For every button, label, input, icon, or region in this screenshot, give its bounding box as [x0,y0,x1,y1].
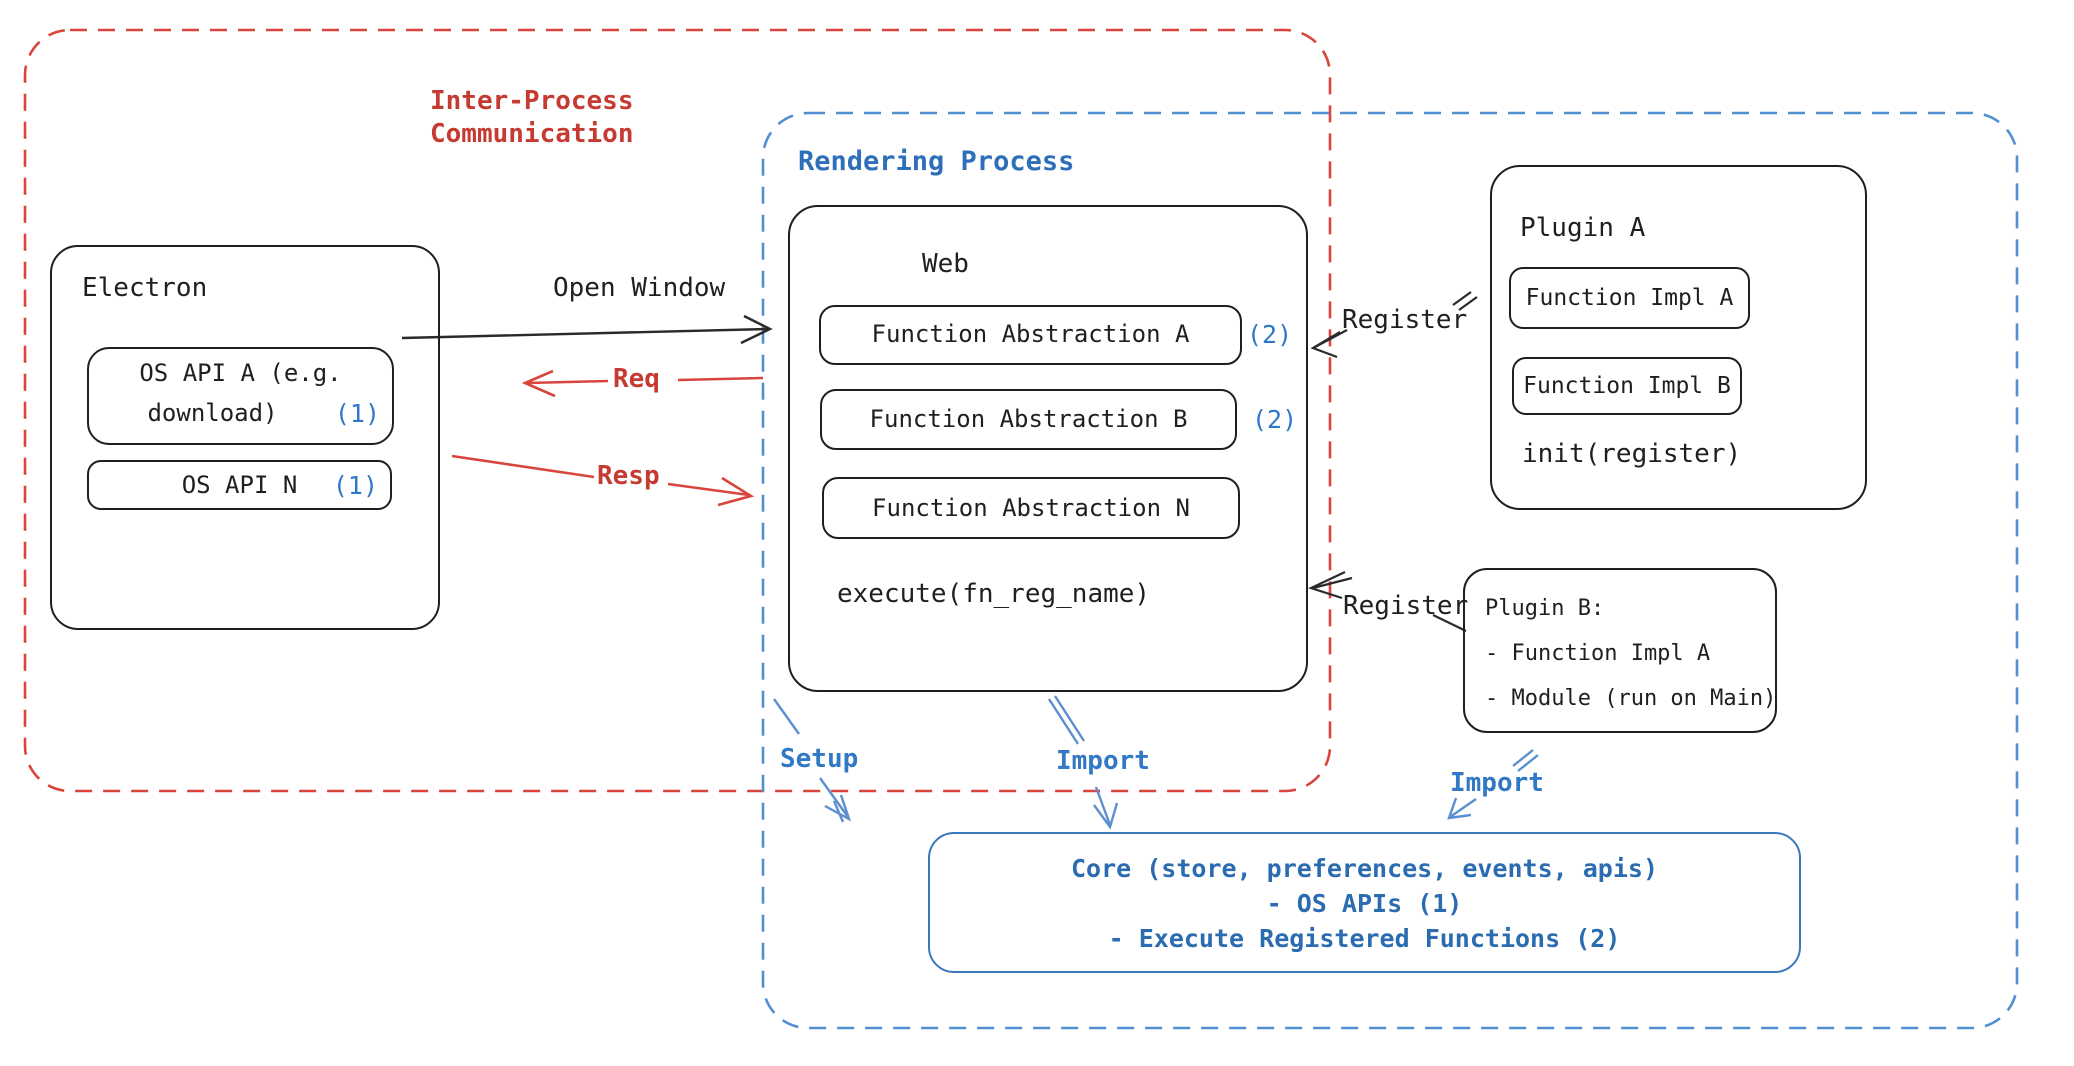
core-title-line: Core (store, preferences, events, apis) [1071,854,1658,883]
function-abstraction-n-label: Function Abstraction N [872,494,1190,522]
register-plugin-b-connector [1308,571,1467,632]
plugin-b-box: Plugin B: - Function Impl A - Module (ru… [1463,568,1777,733]
register-plugin-a-label: Register [1342,305,1468,335]
function-abstraction-n-box: Function Abstraction N [822,477,1240,539]
plugin-b-module-line: - Module (run on Main) [1485,686,1777,711]
electron-title: Electron [82,273,208,303]
os-api-n-label: OS API N [181,471,298,499]
core-execute-line: - Execute Registered Functions (2) [1108,924,1621,953]
os-api-a-label-line1: OS API A (e.g. [139,359,342,387]
plugin-b-title: Plugin B: [1485,596,1605,621]
os-api-n-box: OS API N (1) [87,460,392,510]
core-os-apis-line: - OS APIs (1) [1266,889,1463,918]
web-box: Web Function Abstraction A (2) Function … [788,205,1308,692]
function-impl-a-box: Function Impl A [1509,267,1750,329]
function-abstraction-b-box: Function Abstraction B [820,389,1237,450]
open-window-label: Open Window [553,273,726,303]
function-abstraction-a-box: Function Abstraction A [819,305,1242,365]
req-label: Req [613,364,660,394]
req-arrow [521,369,764,398]
register-plugin-a-connector [1310,291,1478,359]
electron-box: Electron OS API A (e.g. download) (1) OS… [50,245,440,630]
resp-arrow [451,454,755,507]
setup-label: Setup [780,744,859,774]
import-plugin-b-arrow [1447,749,1539,820]
function-abstraction-a-badge: (2) [1247,320,1293,349]
plugin-a-box: Plugin A Function Impl A Function Impl B… [1490,165,1867,510]
import-web-arrow [1047,695,1119,830]
import-plugin-b-label: Import [1450,768,1544,798]
function-abstraction-a-label: Function Abstraction A [871,320,1190,348]
ipc-region-label-line1: Inter-Process [430,86,634,116]
function-abstraction-b-badge: (2) [1252,405,1298,434]
web-title: Web [922,249,969,279]
function-impl-b-box: Function Impl B [1512,357,1742,415]
function-impl-b-label: Function Impl B [1523,373,1731,399]
open-window-arrow [401,314,773,345]
function-impl-a-label: Function Impl A [1525,285,1734,311]
plugin-a-init-label: init(register) [1522,439,1742,469]
ipc-region-label-line2: Communication [430,119,634,149]
plugin-a-title: Plugin A [1520,213,1646,243]
os-api-a-label-line2: download) [147,399,278,427]
rendering-region-label: Rendering Process [798,146,1075,177]
os-api-a-badge: (1) [334,399,380,428]
function-abstraction-b-label: Function Abstraction B [869,405,1188,433]
web-execute-label: execute(fn_reg_name) [837,579,1151,609]
core-box: Core (store, preferences, events, apis) … [928,832,1801,973]
register-plugin-b-label: Register [1343,591,1469,621]
resp-label: Resp [597,461,660,491]
setup-arrow [773,698,852,823]
ipc-region-outline [23,28,1332,793]
import-web-label: Import [1056,746,1150,776]
os-api-a-box: OS API A (e.g. download) (1) [87,347,394,445]
os-api-n-badge: (1) [332,471,378,500]
plugin-b-impl-a-line: - Function Impl A [1485,641,1711,666]
